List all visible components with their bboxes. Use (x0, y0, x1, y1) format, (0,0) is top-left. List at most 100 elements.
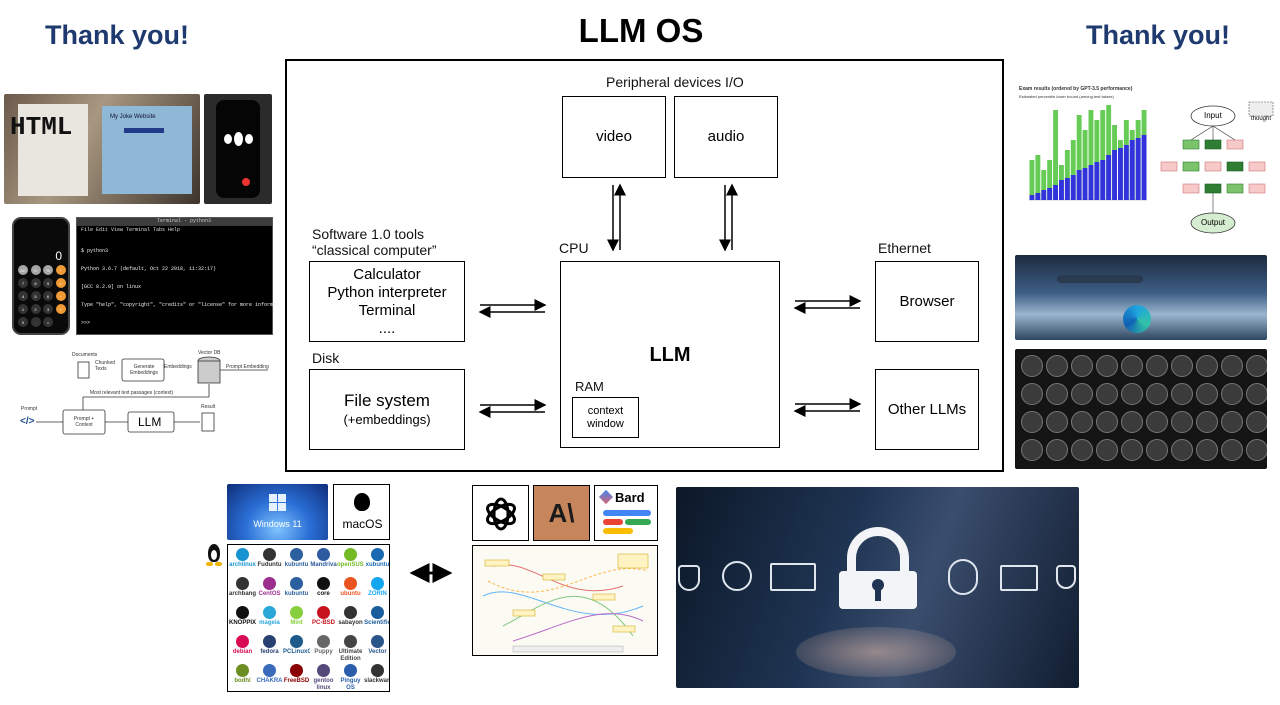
distro-icon (344, 635, 357, 648)
calc-key: = (43, 317, 53, 327)
calc-display: 0 (55, 249, 62, 263)
shield-icon (678, 565, 700, 591)
hands (796, 627, 956, 677)
distro-logo: Puppy (310, 634, 337, 662)
distro-icon (371, 664, 384, 677)
exam-bar-upper (1064, 150, 1070, 200)
calc-key: − (55, 291, 66, 301)
rag-documents: Documents (72, 352, 98, 358)
distro-icon (317, 606, 330, 619)
distro-logo: Ultimate Edition (337, 634, 364, 662)
distro-name: gentoo linux (313, 678, 334, 691)
distro-name: bodhi (234, 678, 251, 684)
lock-icon (839, 571, 917, 609)
distro-logo: sabayon (337, 605, 364, 633)
distro-logo: Pinguy OS (337, 663, 364, 691)
exam-bar-lower (1123, 145, 1129, 200)
exam-bar-upper (1106, 105, 1112, 200)
apple-icon (354, 493, 370, 511)
distro-logo: mageia (256, 605, 283, 633)
distro-logo: KNOPPIX (229, 605, 256, 633)
envelope-icon (1000, 565, 1038, 591)
gpt-app-icon (1096, 439, 1118, 461)
distro-logo: gentoo linux (310, 663, 337, 691)
gpt-app-icon (1046, 383, 1068, 405)
gpts-grid-photo (1015, 349, 1267, 469)
ethernet-label: Ethernet (878, 240, 931, 256)
exam-bar-upper (1070, 140, 1076, 200)
calc-key: % (43, 265, 53, 275)
edge-logo-icon (1123, 305, 1151, 333)
exam-bar-lower (1047, 188, 1053, 200)
gpt-app-icon (1221, 439, 1243, 461)
distro-icon (263, 635, 276, 648)
distro-logo: debian (229, 634, 256, 662)
exam-bar-lower (1088, 165, 1094, 200)
gpt-app-icon (1121, 383, 1143, 405)
filesystem-label: File system (344, 391, 430, 410)
distro-icon (263, 548, 276, 561)
distro-icon (236, 606, 249, 619)
gpt-app-icon (1171, 383, 1193, 405)
distro-name: ZORIN (368, 591, 387, 597)
distro-logo: fedora (256, 634, 283, 662)
distro-name: mageia (259, 620, 280, 626)
thank-you-right: Thank you! (1086, 20, 1231, 50)
terminal-line: Python 3.6.7 (default, Oct 22 2018, 11:3… (81, 266, 217, 272)
exam-bar-lower (1035, 193, 1041, 200)
gpt-app-icon (1121, 355, 1143, 377)
calc-key: 2 (30, 304, 41, 314)
tot-input: Input (1204, 111, 1222, 120)
tools-python: Python interpreter (327, 283, 447, 301)
distro-logo: ZORIN (364, 576, 389, 604)
gpt-app-icon (1246, 411, 1267, 433)
gpt-app-icon (1146, 439, 1168, 461)
audio-label: audio (707, 128, 745, 145)
calc-key: ÷ (55, 265, 66, 275)
gpt-app-icon (1121, 411, 1143, 433)
window-label: window (587, 417, 624, 430)
filesystem-box: File system (+embeddings) (309, 369, 465, 450)
distro-icon (344, 577, 357, 590)
distro-icon (290, 548, 303, 561)
exam-bars (1029, 105, 1147, 201)
tools-box: Calculator Python interpreter Terminal .… (309, 261, 465, 342)
bard-label: Bard (615, 490, 645, 505)
distro-name: kubuntu (284, 562, 309, 568)
exam-bar-lower (1029, 195, 1035, 200)
rag-result: Result (201, 404, 216, 410)
sparkle-icon (598, 489, 614, 505)
exam-bar-lower (1076, 170, 1082, 200)
filesystem-sub: (+embeddings) (343, 412, 431, 427)
shield-icon-right (1056, 565, 1076, 589)
rag-prompt: Prompt (21, 406, 38, 412)
distro-logo: CentOS (256, 576, 283, 604)
distro-name: archlinux (229, 562, 256, 568)
ram-label: RAM (575, 379, 604, 394)
browser-searchbar (1057, 275, 1143, 283)
distro-logo: core (310, 576, 337, 604)
generated-website: My Joke Website (102, 106, 192, 194)
edge-browser-screenshot (1015, 255, 1267, 340)
distro-icon (317, 635, 330, 648)
gpt-app-icon (1071, 411, 1093, 433)
openai-logo (472, 485, 529, 541)
distro-name: core (317, 591, 330, 597)
gpt-app-icon (1196, 439, 1218, 461)
distro-logo: Fuduntu (256, 547, 283, 575)
gpt-app-icon (1146, 383, 1168, 405)
phone-screen (216, 100, 260, 198)
context-window-box: context window (572, 397, 639, 438)
gpt-app-icon (1246, 355, 1267, 377)
distro-name: CHAKRA (256, 678, 283, 684)
linux-distros-collage: archlinuxFuduntukubuntuMandrivaopenSUSEx… (227, 544, 390, 692)
video-box: video (562, 96, 666, 178)
distro-name: Scientific (364, 620, 390, 626)
distro-name: archbang (229, 591, 256, 597)
exam-bar-upper (1100, 110, 1106, 200)
distro-icon (344, 664, 357, 677)
distro-logo: ubuntu (337, 576, 364, 604)
rag-diagram: Documents Chunked Texts Generate Embeddi… (18, 350, 273, 440)
